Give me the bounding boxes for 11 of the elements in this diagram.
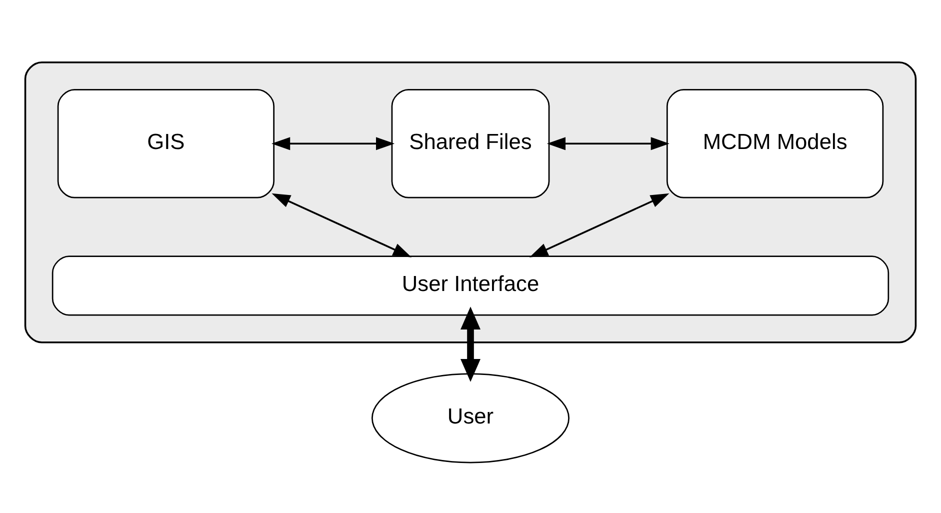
arrow xyxy=(272,136,395,150)
node-box: MCDM Models xyxy=(666,88,884,198)
cluster xyxy=(24,61,917,343)
arrow xyxy=(529,192,670,257)
arrow xyxy=(546,136,670,150)
node-box: User Interface xyxy=(52,255,890,316)
node-ellipse: User xyxy=(371,372,570,463)
node-box: Shared Files xyxy=(391,88,550,198)
arrow xyxy=(272,192,412,257)
arrow xyxy=(460,306,480,382)
node-box: GIS xyxy=(57,88,275,198)
